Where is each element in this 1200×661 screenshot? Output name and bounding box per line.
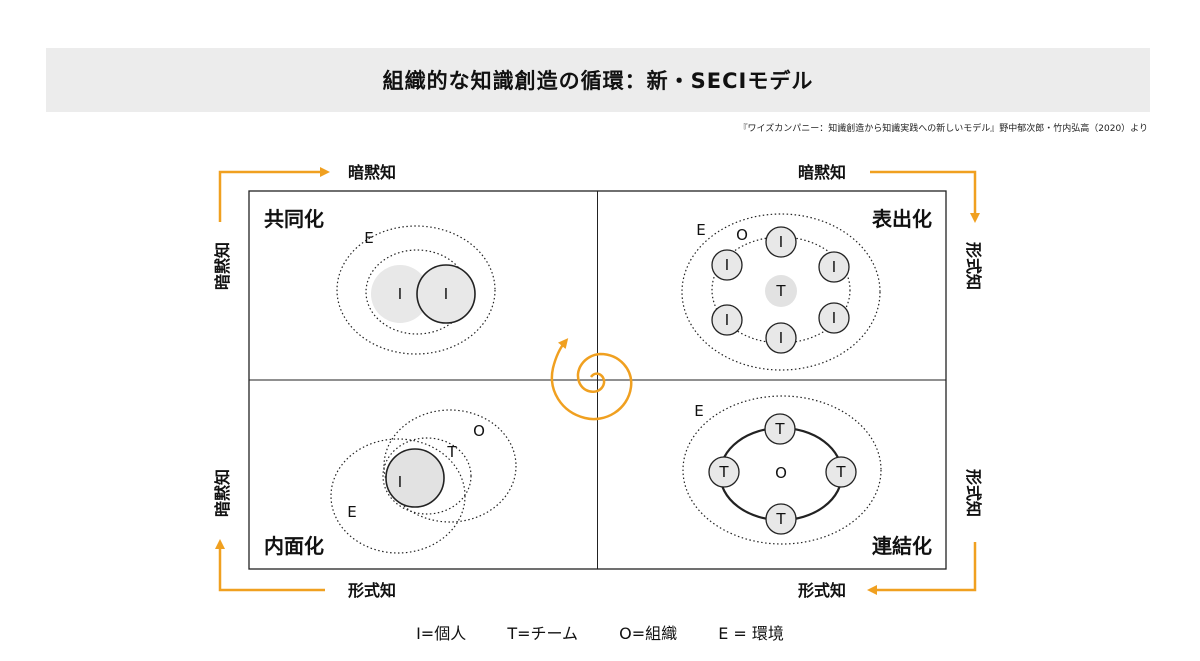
node-label: I bbox=[779, 329, 783, 347]
team-nodes bbox=[708, 413, 857, 535]
organization-label: O bbox=[736, 226, 748, 244]
node-label: T bbox=[775, 510, 786, 528]
label-explicit-right-lower: 形式知 bbox=[964, 469, 983, 517]
label-tacit-left-lower: 暗黙知 bbox=[213, 469, 232, 517]
node-label: T bbox=[718, 463, 729, 481]
environment-ellipse bbox=[336, 225, 496, 355]
environment-ellipse bbox=[681, 213, 881, 371]
organization-label: O bbox=[775, 464, 787, 482]
arrow-top-left bbox=[218, 167, 330, 222]
arrow-bottom-right bbox=[867, 542, 977, 595]
node-label: I bbox=[779, 233, 783, 251]
organization-label: O bbox=[473, 422, 485, 440]
node-label: I bbox=[832, 309, 836, 327]
team-node bbox=[765, 275, 797, 307]
individual-node bbox=[371, 265, 429, 323]
source-citation: 『ワイズカンパニー：知識創造から知識実践への新しいモデル』野中郁次郎・竹内弘高（… bbox=[738, 124, 1148, 134]
environment-label: E bbox=[694, 402, 703, 420]
legend: I=個人 T=チーム O=組織 E = 環境 bbox=[0, 620, 1200, 644]
legend-environment: E = 環境 bbox=[718, 624, 784, 643]
node-label: I bbox=[398, 473, 402, 491]
team-ellipse bbox=[382, 437, 472, 515]
individual-nodes bbox=[711, 226, 850, 354]
individual-node bbox=[416, 264, 476, 324]
node-label: T bbox=[775, 282, 786, 300]
node-label: T bbox=[835, 463, 846, 481]
environment-label: E bbox=[347, 503, 356, 521]
quadrant-internalization: 内面化 bbox=[264, 534, 324, 558]
node-label: I bbox=[444, 285, 448, 303]
quadrant-combination: 連結化 bbox=[872, 534, 932, 558]
node-label: I bbox=[725, 311, 729, 329]
node-label: T bbox=[774, 420, 785, 438]
node-label: I bbox=[832, 258, 836, 276]
legend-team: T=チーム bbox=[507, 624, 579, 643]
legend-individual: I=個人 bbox=[416, 624, 467, 643]
center-spiral bbox=[550, 338, 633, 421]
individual-node bbox=[385, 448, 445, 508]
arrow-bottom-left bbox=[215, 539, 325, 592]
quadrant-externalization: 表出化 bbox=[872, 207, 932, 231]
environment-label: E bbox=[696, 221, 705, 239]
legend-organization: O=組織 bbox=[619, 624, 678, 643]
label-explicit-right-upper: 形式知 bbox=[964, 242, 983, 290]
arrow-top-right bbox=[870, 170, 980, 223]
label-tacit-top-right: 暗黙知 bbox=[798, 163, 846, 182]
label-explicit-bottom-right: 形式知 bbox=[798, 581, 846, 600]
label-tacit-top-left: 暗黙知 bbox=[348, 163, 396, 182]
page-title: 組織的な知識創造の循環：新・SECIモデル bbox=[382, 69, 814, 93]
environment-ellipse bbox=[682, 395, 882, 545]
team-label: T bbox=[446, 443, 457, 461]
quadrant-socialization: 共同化 bbox=[264, 207, 324, 231]
organization-ellipse bbox=[383, 409, 517, 523]
node-label: I bbox=[398, 285, 402, 303]
node-label: I bbox=[725, 256, 729, 274]
environment-label: E bbox=[364, 229, 373, 247]
label-tacit-left-upper: 暗黙知 bbox=[213, 242, 232, 290]
title-bar: 組織的な知識創造の循環：新・SECIモデル bbox=[46, 48, 1150, 112]
label-explicit-bottom-left: 形式知 bbox=[348, 581, 396, 600]
